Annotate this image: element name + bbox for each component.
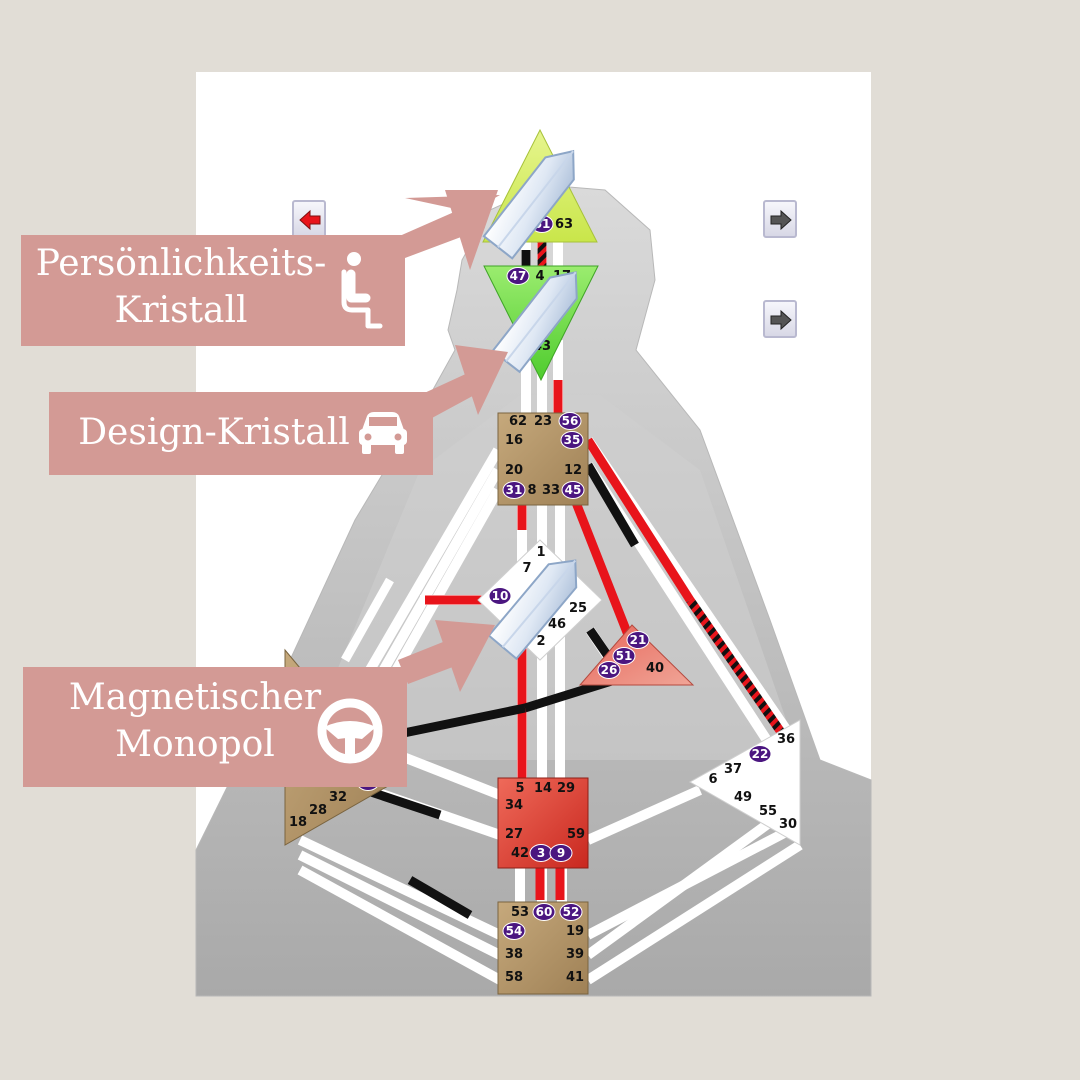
gate-23: 23 [534,414,552,429]
gate-41: 41 [566,970,584,985]
gate-39: 39 [566,947,584,962]
arrow-to-personality [395,190,500,270]
gate-4: 4 [535,269,544,284]
gate-19: 19 [566,924,584,939]
gate-8: 8 [527,483,536,498]
car-icon [359,412,407,454]
gate-40: 40 [646,661,664,676]
gate-30: 30 [779,817,797,832]
gate-35-badge [560,431,584,449]
monopole-label-line2: Monopol [115,723,275,765]
gate-22-badge [748,745,772,763]
gate-52-badge [559,903,583,921]
gate-5: 5 [515,781,524,796]
magnetic-monopole-crystal [487,559,578,661]
gate-10: 10 [492,589,509,603]
gate-58: 58 [505,970,523,985]
gate-46: 46 [548,617,566,632]
gate-9-badge [549,844,573,862]
gate-31-badge [502,481,526,499]
steering-wheel-icon [317,698,383,764]
gate-26-badge [597,661,621,679]
gate-60: 60 [536,905,553,919]
design-label-text: Design-Kristall [78,412,350,453]
gate-51-badge [612,647,636,665]
arrow-right-icon [770,309,792,331]
gate-21-badge [626,631,650,649]
gate-55: 55 [759,804,777,819]
seated-person-icon [341,252,383,329]
gate-16: 16 [505,433,523,448]
gate-56: 56 [562,414,579,428]
personality-crystal-label: Persönlichkeits- Kristall [21,235,405,346]
gate-59: 59 [567,827,585,842]
gate-34: 34 [505,798,523,813]
nav-right-mid-button[interactable] [763,300,797,338]
monopole-label-line1: Magnetischer [68,677,322,718]
gate-45-badge [561,481,585,499]
gate-14: 14 [534,781,552,796]
personality-crystal [482,149,575,260]
gate-1: 1 [536,545,545,560]
design-crystal [491,271,578,374]
arrow-right-icon [770,209,792,231]
gate-38: 38 [505,947,523,962]
solar-plexus-center [688,719,801,846]
nav-left-button[interactable] [292,200,326,238]
gate-54: 54 [506,924,523,938]
gate-10-badge [488,587,512,605]
gate-51: 51 [616,649,633,663]
gate-36: 36 [777,732,795,747]
nav-right-top-button[interactable] [763,200,797,238]
gate-54-badge [502,922,526,940]
gate-31: 31 [506,483,523,497]
gate-20: 20 [505,463,523,478]
gate-22: 22 [752,747,769,761]
gate-33: 33 [542,483,560,498]
gate-3: 3 [537,846,545,860]
design-crystal-label: Design-Kristall [49,392,433,475]
personality-label-line1: Persönlichkeits- [35,243,327,284]
arrow-left-icon [299,209,321,231]
gate-47: 47 [510,269,527,283]
gate-47-badge [506,267,530,285]
arrow-to-monopole [398,620,495,692]
gate-2: 2 [536,634,545,649]
gate-60-badge [532,903,556,921]
gate-37: 37 [724,762,742,777]
gate-12: 12 [564,463,582,478]
gate-56-badge [558,412,582,430]
gate-27: 27 [505,827,523,842]
gate-21: 21 [630,633,647,647]
gate-6: 6 [708,772,717,787]
personality-label-line2: Kristall [114,289,248,331]
arrow-to-design [420,345,508,418]
magnetic-monopole-label: Magnetischer Monopol [23,667,407,787]
gate-32: 32 [329,790,347,805]
gate-29: 29 [557,781,575,796]
gate-26: 26 [601,663,618,677]
gate-9: 9 [557,846,565,860]
gate-52: 52 [563,905,580,919]
gate-18: 18 [289,815,307,830]
gate-62: 62 [509,414,527,429]
gate-35: 35 [564,433,581,447]
gate-28: 28 [309,803,327,818]
gate-49: 49 [734,790,752,805]
gate-45: 45 [565,483,582,497]
gate-63: 63 [555,217,573,232]
gate-25: 25 [569,601,587,616]
gate-42: 42 [511,846,529,861]
gate-7: 7 [522,561,531,576]
gate-53: 53 [511,905,529,920]
